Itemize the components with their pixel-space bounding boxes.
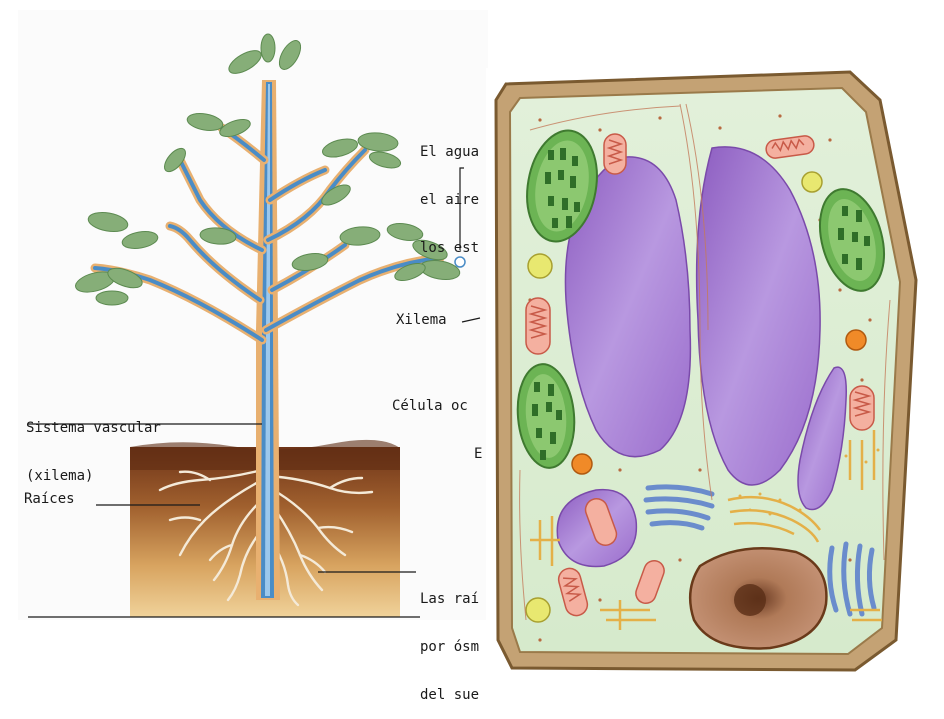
label-line: (xilema) [26, 468, 161, 484]
label-line: Célula oc [392, 398, 484, 414]
label-sistema-vascular: Sistema vascular (xilema) [26, 388, 161, 500]
label-line: Sistema vascular [26, 420, 161, 436]
figure-canvas: El agua el aire los est Xilema Célula oc… [0, 0, 944, 680]
label-line: por ósm [420, 639, 486, 655]
label-line: El agua [420, 144, 486, 160]
nucleus [690, 548, 826, 648]
label-line: el aire [420, 192, 486, 208]
label-line: del sue [420, 687, 486, 703]
label-line: los est [420, 240, 486, 256]
label-line: Las raí [420, 591, 486, 607]
label-line: E [392, 446, 484, 462]
label-celula: Célula oc E [392, 366, 484, 478]
label-raices: Raíces [24, 491, 75, 507]
plant-cell-panel [486, 68, 944, 680]
label-xilema: Xilema [396, 312, 447, 328]
label-water-air: El agua el aire los est [420, 112, 486, 272]
label-roots-osmosis: Las raí por ósm del sue [420, 559, 486, 719]
